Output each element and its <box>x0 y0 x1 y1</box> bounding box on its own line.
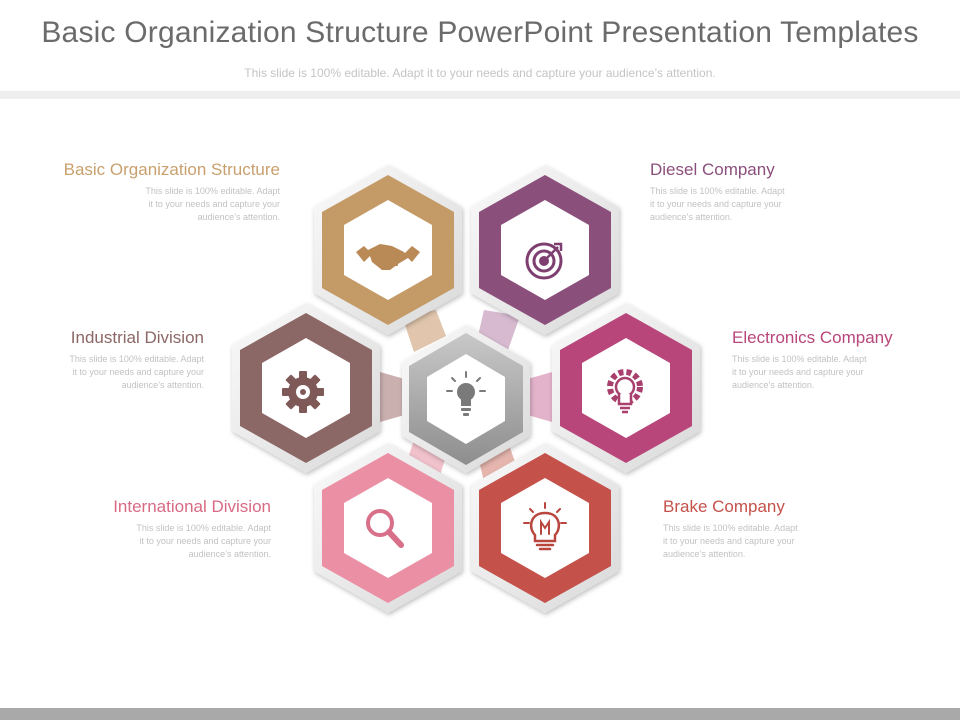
target-icon <box>525 242 563 280</box>
label-diesel-company: Diesel Company This slide is 100% editab… <box>650 159 910 224</box>
hexagon-diesel-company <box>471 165 619 335</box>
label-basic-organization: Basic Organization Structure This slide … <box>20 159 280 224</box>
heading-industrial-division: Industrial Division <box>70 328 204 347</box>
heading-basic-organization: Basic Organization Structure <box>63 160 280 179</box>
label-international-division: International Division This slide is 100… <box>11 496 271 561</box>
magnifier-icon <box>366 509 404 548</box>
hexagon-basic-organization <box>314 165 462 335</box>
bulb-gear-icon <box>607 369 643 414</box>
handshake-icon <box>356 244 420 270</box>
hexagon-international-division <box>314 443 462 613</box>
heading-diesel-company: Diesel Company <box>650 160 775 179</box>
hexagon-industrial-division <box>232 303 380 473</box>
heading-electronics-company: Electronics Company <box>732 328 893 347</box>
hexagon-brake-company <box>471 443 619 613</box>
footer-bar <box>0 708 960 720</box>
label-brake-company: Brake Company This slide is 100% editabl… <box>663 496 923 561</box>
connector-left <box>380 372 408 422</box>
lightbulb-icon <box>446 371 486 416</box>
connector-right <box>524 372 552 422</box>
heading-international-division: International Division <box>113 497 271 516</box>
header-divider <box>0 91 960 99</box>
page-title: Basic Organization Structure PowerPoint … <box>41 16 919 49</box>
hexagon-center <box>402 325 530 473</box>
hexagon-electronics-company <box>552 303 700 473</box>
page-subtitle: This slide is 100% editable. Adapt it to… <box>244 66 716 80</box>
heading-brake-company: Brake Company <box>663 497 785 516</box>
gear-icon <box>282 371 324 413</box>
idea-bulb-icon <box>523 502 567 551</box>
label-industrial-division: Industrial Division This slide is 100% e… <box>0 327 204 392</box>
label-electronics-company: Electronics Company This slide is 100% e… <box>732 327 952 392</box>
